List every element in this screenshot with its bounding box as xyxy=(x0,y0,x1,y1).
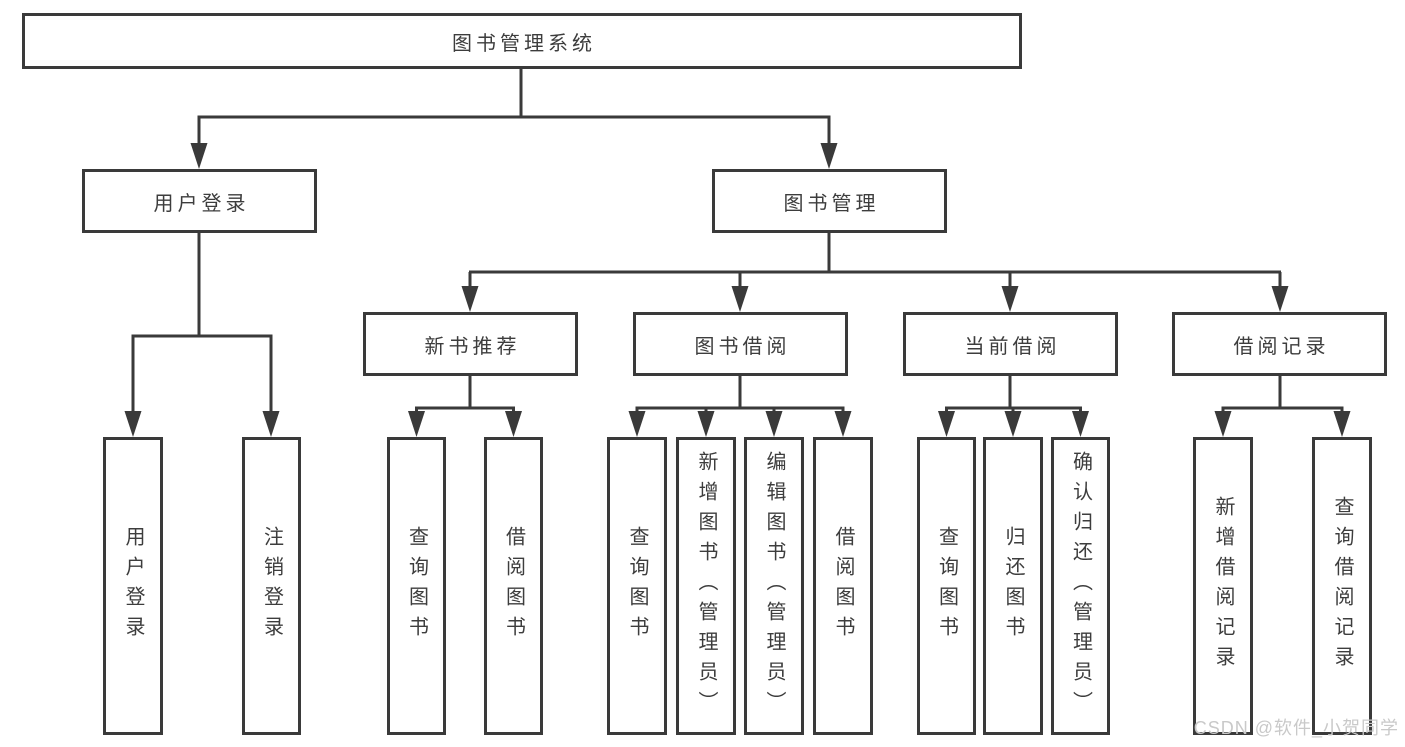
leaf-add-borrow-record: 新增借阅记录 xyxy=(1193,437,1253,735)
connector-current-borrow-to-leaves xyxy=(938,376,1089,437)
leaf-user-login: 用户登录 xyxy=(103,437,163,735)
connector-book-management-to-level3 xyxy=(461,233,1289,312)
node-current-borrow: 当前借阅 xyxy=(903,312,1118,376)
leaf-return-books: 归还图书 xyxy=(983,437,1043,735)
leaf-logout: 注销登录 xyxy=(242,437,301,735)
leaf-confirm-return-admin: 确认归还（管理员） xyxy=(1051,437,1110,735)
node-new-book-recommend: 新书推荐 xyxy=(363,312,578,376)
leaf-query-books-current: 查询图书 xyxy=(917,437,976,735)
leaf-query-borrow-record: 查询借阅记录 xyxy=(1312,437,1372,735)
connector-root-to-level2 xyxy=(190,69,838,169)
node-borrow-records: 借阅记录 xyxy=(1172,312,1387,376)
leaf-borrow-books-recommend: 借阅图书 xyxy=(484,437,543,735)
connector-borrow-records-to-leaves xyxy=(1214,376,1351,437)
leaf-borrow-books: 借阅图书 xyxy=(813,437,873,735)
node-user-login: 用户登录 xyxy=(82,169,317,233)
leaf-query-books-borrow: 查询图书 xyxy=(607,437,667,735)
connector-new-book-recommend-to-leaves xyxy=(408,376,522,437)
node-book-management: 图书管理 xyxy=(712,169,947,233)
connector-book-borrow-to-leaves xyxy=(628,376,852,437)
watermark: CSDN @软件_小贺同学 xyxy=(1193,718,1399,738)
leaf-add-book-admin: 新增图书（管理员） xyxy=(676,437,736,735)
leaf-edit-book-admin: 编辑图书（管理员） xyxy=(744,437,804,735)
leaf-query-books-recommend: 查询图书 xyxy=(387,437,446,735)
node-library-management-system: 图书管理系统 xyxy=(22,13,1022,69)
connector-user-login-to-leaves xyxy=(124,233,280,437)
node-book-borrow: 图书借阅 xyxy=(633,312,848,376)
